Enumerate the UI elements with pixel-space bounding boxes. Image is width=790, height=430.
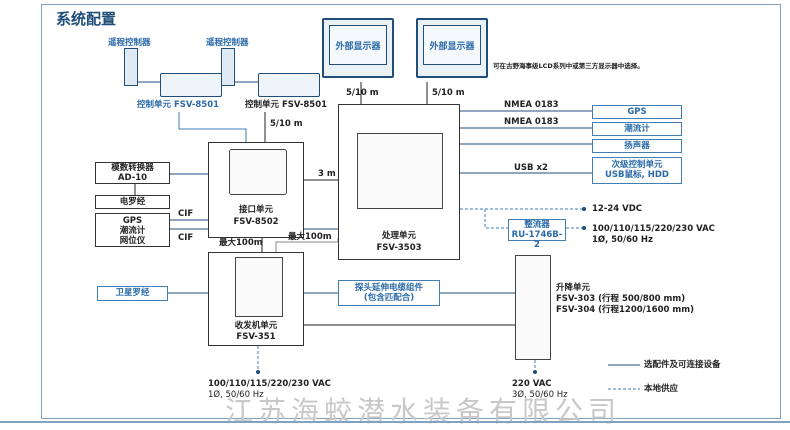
ac-dot [582, 226, 586, 230]
current-meter-device: 潮流计 [592, 122, 682, 136]
ac-power-tx-line1: 100/110/115/220/230 VAC [208, 379, 331, 389]
tx-power-dot [256, 370, 260, 374]
satellite-compass: 卫星罗经 [97, 286, 168, 301]
cable-length-iu-pu: 3 m [318, 169, 336, 179]
legend-solid-label: 选配件及可连接设备 [644, 360, 721, 370]
display-note: 可在古野海事级LCD系列中或第三方显示器中选择。 [493, 62, 644, 70]
gps-group-item: 网位仪 [119, 236, 146, 246]
hoist-unit-model-2: FSV-304 (行程1200/1600 mm) [556, 305, 694, 315]
interface-unit-icon [229, 149, 287, 195]
ad-converter-model: AD-10 [117, 173, 148, 183]
cif-label-1: CIF [178, 209, 194, 219]
processor-unit-icon [357, 133, 443, 209]
speaker-device: 扬声器 [592, 139, 682, 153]
interface-unit: 接口单元 FSV-8502 [208, 142, 304, 238]
dc-power-label: 12-24 VDC [592, 204, 643, 214]
gps-group-item: GPS [122, 216, 143, 226]
cable-assembly-note: (包含匹配合) [363, 293, 415, 303]
interface-unit-name: 接口单元 [238, 205, 273, 215]
line-rectifier [484, 209, 508, 229]
rectifier-name: 整流器 [524, 220, 550, 230]
watermark: 江苏海蛟潜水装备有限公司 [225, 395, 622, 428]
rectifier-model: RU-1746B-2 [511, 230, 563, 250]
remote-controller-icon [124, 48, 138, 86]
ac-power-hoist-line2: 3Ø, 50/60 Hz [512, 390, 568, 400]
hoist-power-dot [533, 370, 537, 374]
remote-controller-label-2: 遥程控制器 [206, 38, 249, 48]
hoist-unit-icon [515, 255, 551, 360]
cable-assembly: 探头延伸电缆组件 (包含匹配合) [338, 280, 440, 306]
cable-length-pu-tx: 最大100m [288, 232, 332, 242]
ac-power-pu-line2: 1Ø, 50/60 Hz [592, 235, 653, 245]
transceiver-unit-model: FSV-351 [236, 332, 276, 342]
gyro-compass: 电罗经 [95, 195, 170, 209]
cable-assembly-name: 探头延伸电缆组件 [354, 283, 423, 293]
external-display-2: 外部显示器 [416, 18, 488, 78]
transceiver-unit-name: 收发机单元 [234, 321, 278, 331]
remote-controller-icon [221, 48, 235, 86]
gps-group: GPS 潮流计 网位仪 [95, 213, 170, 247]
control-unit-label-1: 控制单元 FSV-8501 [137, 100, 220, 110]
gps-device: GPS [592, 105, 682, 119]
processor-unit-model: FSV-3503 [376, 243, 422, 253]
cable-length-cu-iu: 5/10 m [270, 119, 303, 129]
line-cu1-iu [178, 112, 247, 142]
control-unit-icon [258, 73, 320, 97]
remote-controller-label-1: 遥程控制器 [108, 38, 151, 48]
control-unit-label-2: 控制单元 FSV-8501 [245, 100, 328, 110]
display-label-2: 外部显示器 [423, 25, 481, 65]
usb-label: USB x2 [514, 163, 548, 173]
ac-power-hoist-line1: 220 VAC [512, 379, 552, 389]
nmea-label-1: NMEA 0183 [504, 100, 559, 110]
cable-length-iu-tx: 最大100m [219, 238, 263, 248]
legend-dashed-label: 本地供应 [644, 384, 679, 394]
processor-unit-name: 处理单元 [381, 231, 416, 241]
transceiver-unit: 收发机单元 FSV-351 [208, 252, 304, 346]
cable-length-display-1: 5/10 m [346, 88, 379, 98]
nmea-label-2: NMEA 0183 [504, 117, 559, 127]
ac-power-pu-line1: 100/110/115/220/230 VAC [592, 224, 715, 234]
page-title: 系统配置 [56, 10, 117, 28]
sub-control-note: USB鼠标, HDD [605, 170, 669, 180]
cable-length-display-2: 5/10 m [432, 88, 465, 98]
ac-power-tx-line2: 1Ø, 50/60 Hz [208, 390, 264, 400]
rectifier: 整流器 RU-1746B-2 [508, 219, 566, 250]
sub-control-device: 次级控制单元 USB鼠标, HDD [592, 157, 682, 184]
bottom-divider [0, 421, 790, 423]
gps-group-item: 潮流计 [119, 226, 146, 236]
display-label-1: 外部显示器 [329, 25, 387, 65]
ad-converter-name: 模数转换器 [111, 163, 154, 173]
ad-converter: 模数转换器 AD-10 [95, 162, 170, 184]
cif-label-2: CIF [178, 233, 194, 243]
interface-unit-model: FSV-8502 [233, 217, 279, 227]
hoist-unit-model-1: FSV-303 (行程 500/800 mm) [556, 294, 686, 304]
sub-control-name: 次级控制单元 [611, 160, 663, 170]
dc-dot [582, 207, 586, 211]
processor-unit: 处理单元 FSV-3503 [338, 104, 460, 260]
diagram-frame [41, 4, 781, 419]
external-display-1: 外部显示器 [322, 18, 394, 78]
hoist-unit-name: 升降单元 [556, 283, 591, 293]
transceiver-unit-icon [235, 257, 283, 317]
control-unit-icon [160, 73, 222, 97]
